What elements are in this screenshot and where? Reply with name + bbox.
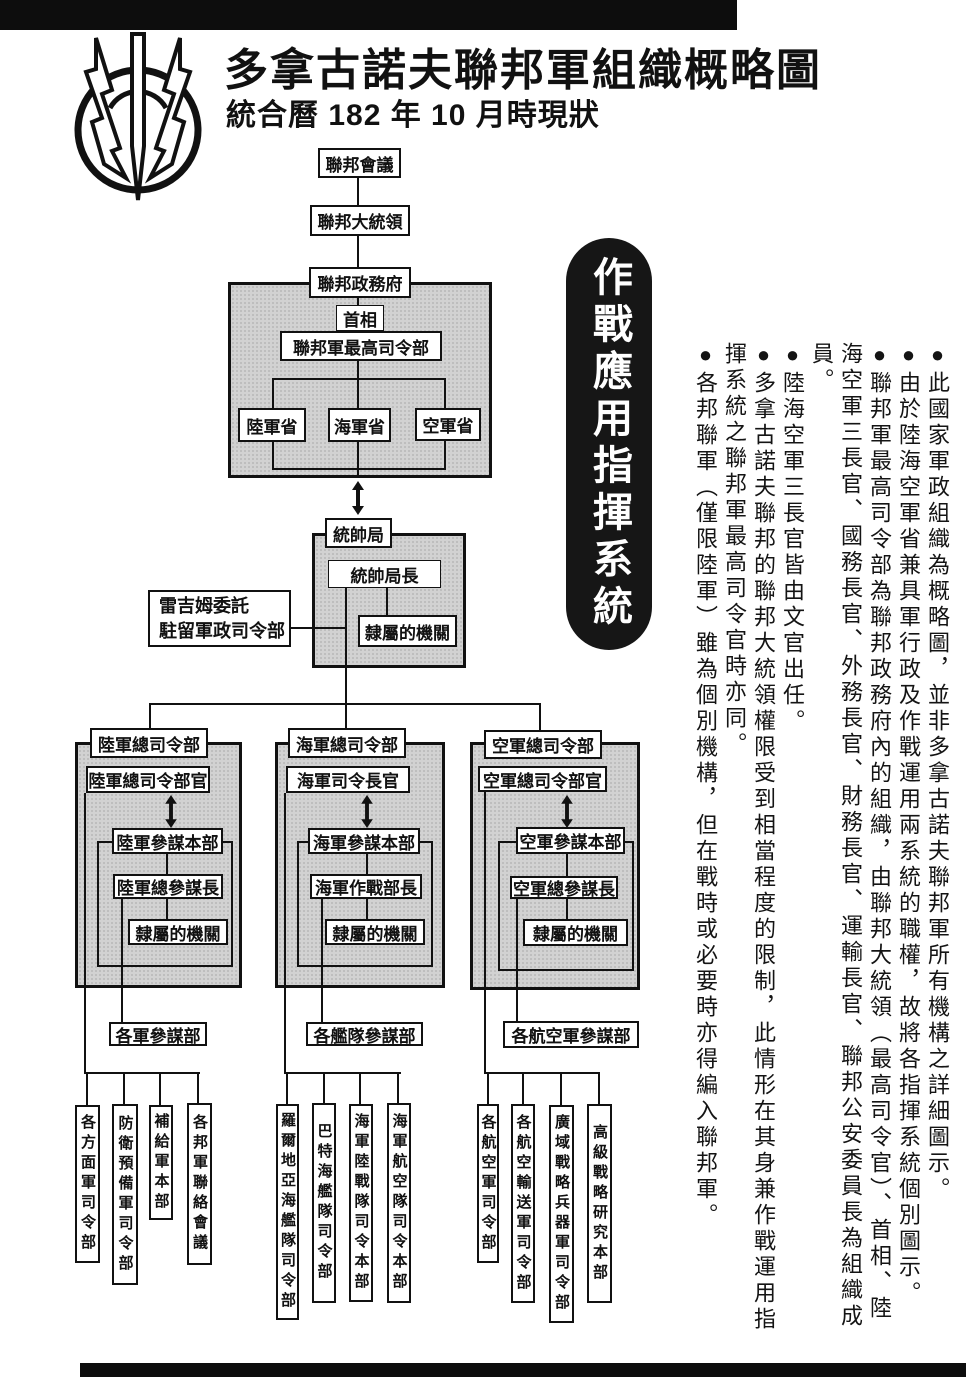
president-box: 聯邦大統領 (310, 205, 410, 236)
regime-hq-line1: 雷吉姆委託 (159, 596, 249, 617)
connector-line (484, 1072, 600, 1074)
air-ministry-box: 空軍省 (415, 408, 481, 441)
air-hq-box: 空軍總司令部 (484, 730, 602, 759)
top-print-bar (0, 0, 737, 30)
navy-unit-box: 巴特海艦隊司令部 (312, 1103, 336, 1303)
navy-unit-box: 海軍航空隊司令本部 (387, 1103, 411, 1303)
connector-line (84, 793, 86, 1074)
regime-hq-line2: 駐留軍政司令部 (159, 620, 285, 641)
connector-line (149, 703, 151, 730)
air-staff-hq-box: 空軍參謀本部 (516, 827, 625, 854)
connector-line (84, 1072, 200, 1074)
premier-box: 首相 (336, 305, 384, 331)
connector-line (357, 177, 359, 206)
navy-unit-box: 海軍陸戰隊司令本部 (349, 1104, 373, 1302)
connector-line (291, 627, 347, 629)
connector-line (539, 703, 541, 732)
note-item: ●多拿古諾夫聯邦的聯邦大統領權限受到相當程度的限制，此情形在其身兼作戰運用指揮系… (722, 342, 776, 1333)
air-unit-box: 各航空軍司令部 (477, 1104, 499, 1263)
connector-line (345, 588, 347, 730)
connector-line (487, 1072, 489, 1105)
bureau-chief-box: 統帥局長 (328, 560, 441, 588)
connector-line (522, 1072, 524, 1105)
navy-unit-box: 羅爾地亞海艦隊司令部 (276, 1104, 299, 1320)
army-unit-box: 各邦軍聯絡會議 (187, 1103, 212, 1265)
air-commander-box: 空軍總司令部官 (478, 766, 607, 792)
army-subordinate-box: 隸屬的機關 (128, 919, 228, 945)
double-arrow-icon (352, 481, 364, 515)
side-label-capsule: 作戰應用指揮系統 (566, 238, 652, 650)
army-staff-hq-box: 陸軍參謀本部 (112, 828, 223, 854)
navy-staff-frame (297, 841, 433, 967)
connector-line (121, 899, 123, 1022)
double-arrow-icon (361, 795, 373, 828)
navy-hq-box: 海軍總司令部 (288, 728, 406, 758)
connector-line (197, 1072, 199, 1105)
army-staff-frame (97, 841, 233, 967)
air-staff-dept-box: 各航空軍參謀部 (503, 1021, 639, 1048)
army-commander-box: 陸軍總司令部官 (86, 766, 210, 793)
note-item: ●此國家軍政組織為概略圖，並非多拿古諾夫聯邦軍所有機構之詳細圖示。 (925, 342, 950, 1203)
double-arrow-icon (561, 795, 573, 828)
air-chief-of-staff-box: 空軍總參謀長 (510, 876, 618, 899)
connector-line (149, 703, 541, 705)
connector-line (284, 1072, 401, 1074)
note-item: ●聯邦軍最高司令部為聯邦政務府內的組織，由聯邦大統領（最高司令官）、首相、陸海空… (809, 342, 892, 1330)
bureau-subordinate-box: 隸屬的機關 (358, 615, 457, 647)
double-arrow-icon (165, 795, 177, 828)
note-item: ●由於陸海空軍省兼具軍行政及作戰運用兩系統的職權，故將各指揮系統個別圖示。 (896, 342, 921, 1307)
command-bureau-box: 統帥局 (325, 518, 392, 548)
connector-line (484, 792, 486, 1074)
connector-line (86, 1072, 88, 1105)
army-unit-box: 各方面軍司令部 (75, 1105, 100, 1263)
army-ministry-box: 陸軍省 (238, 408, 306, 442)
connector-line (321, 899, 323, 1022)
navy-ministry-box: 海軍省 (328, 408, 391, 442)
connector-line (359, 1072, 361, 1105)
page-subtitle: 統合曆 182 年 10 月時現狀 (226, 99, 600, 132)
navy-subordinate-box: 隸屬的機關 (325, 919, 425, 945)
connector-line (560, 1072, 562, 1105)
bottom-print-bar (80, 1363, 966, 1377)
council-box: 聯邦會議 (318, 148, 401, 178)
connector-line (397, 1072, 399, 1105)
regime-hq-box: 雷吉姆委託 駐留軍政司令部 (148, 590, 291, 647)
air-subordinate-box: 隸屬的機關 (523, 919, 628, 946)
air-unit-box: 廣域戰略兵器軍司令部 (549, 1105, 574, 1323)
government-box: 聯邦政務府 (309, 267, 411, 298)
page-title: 多拿古諾夫聯邦軍組織概略圖 (224, 46, 822, 95)
air-unit-box: 高級戰略研究本部 (587, 1104, 612, 1303)
connector-line (284, 793, 286, 1074)
connector-line (357, 235, 359, 268)
note-item: ●各邦聯軍（僅限陸軍）雖為個別機構，但在戰時或必要時亦得編入聯邦軍。 (693, 342, 718, 1229)
connector-line (159, 1072, 161, 1105)
navy-staff-hq-box: 海軍參謀本部 (308, 828, 420, 854)
supreme-hq-box: 聯邦軍最高司令部 (280, 331, 442, 361)
connector-line (323, 1072, 325, 1105)
navy-commander-box: 海軍司令長官 (286, 766, 410, 793)
annotation-notes: ●此國家軍政組織為概略圖，並非多拿古諾夫聯邦軍所有機構之詳細圖示。 ●由於陸海空… (686, 342, 952, 1342)
bureau-gray-panel (312, 533, 466, 668)
navy-chief-of-staff-box: 海軍作戰部長 (310, 874, 422, 899)
army-unit-box: 防衛預備軍司令部 (112, 1104, 138, 1285)
connector-line (516, 899, 518, 1021)
navy-staff-dept-box: 各艦隊參謀部 (306, 1022, 423, 1046)
connector-line (123, 1072, 125, 1105)
army-chief-of-staff-box: 陸軍總參謀長 (113, 874, 223, 899)
federation-emblem-icon (74, 32, 202, 201)
army-hq-box: 陸軍總司令部 (90, 728, 208, 758)
connector-line (386, 588, 388, 617)
army-staff-dept-box: 各軍參謀部 (109, 1022, 207, 1046)
connector-line (598, 1072, 600, 1105)
note-item: ●陸海空軍三長官皆由文官出任。 (780, 342, 805, 735)
army-unit-box: 補給軍本部 (149, 1105, 173, 1220)
air-unit-box: 各航空輸送軍司令部 (511, 1104, 535, 1303)
connector-line (286, 1072, 288, 1105)
